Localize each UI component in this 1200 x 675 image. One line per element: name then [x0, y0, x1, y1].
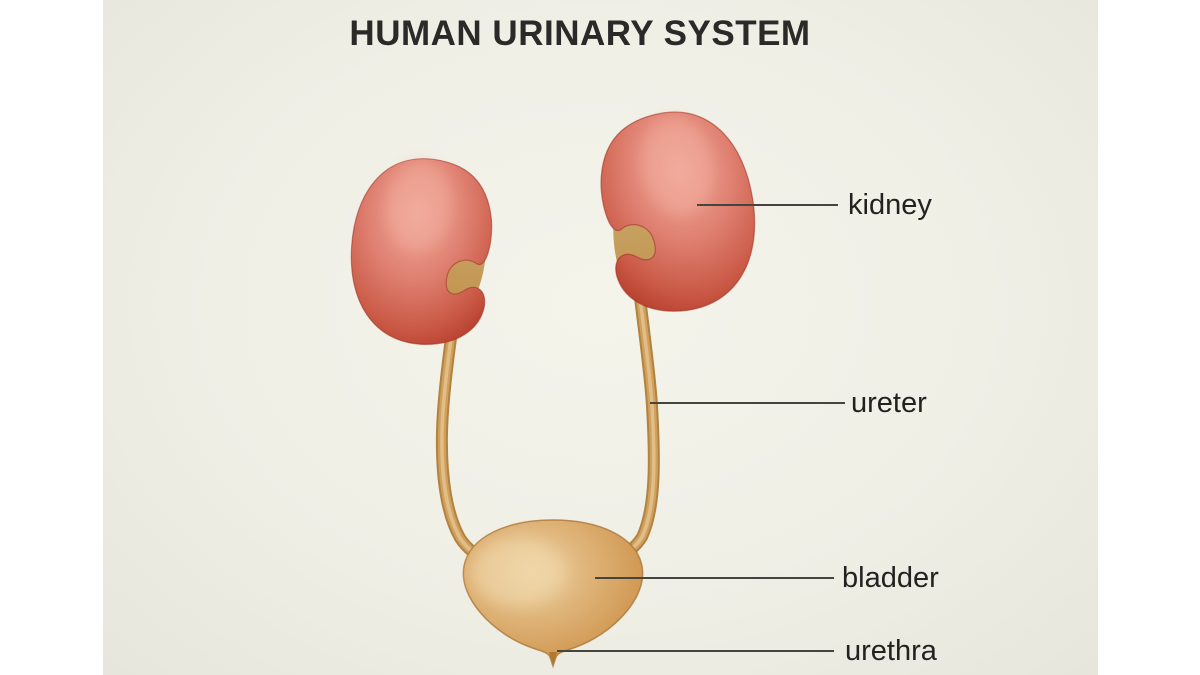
label-urethra: urethra	[845, 635, 937, 667]
right-kidney-shape	[587, 98, 772, 324]
left-kidney-shape	[341, 151, 500, 352]
label-ureter: ureter	[851, 387, 927, 419]
label-kidney: kidney	[848, 189, 932, 221]
label-bladder: bladder	[842, 562, 939, 594]
bladder-shape	[462, 519, 644, 669]
page-title: HUMAN URINARY SYSTEM	[349, 14, 811, 53]
urethra-tip-shape	[549, 652, 557, 665]
